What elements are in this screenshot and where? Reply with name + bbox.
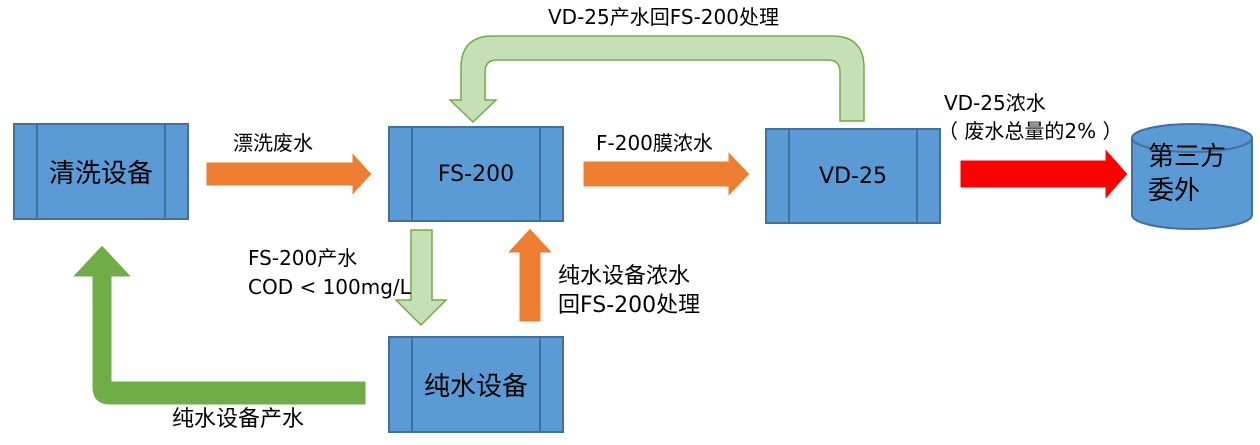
- washer-label: 清洗设备: [48, 159, 153, 189]
- arrow-vd25-concentrate: [959, 146, 1129, 202]
- label-pure-concentrate-line1: 纯水设备浓水: [558, 264, 691, 289]
- vd25-box[interactable]: [765, 128, 941, 224]
- label-vd25-concentrate-line1: VD-25浓水: [944, 91, 1046, 115]
- label-pure-concentrate-line2: 回FS-200处理: [558, 293, 701, 318]
- label-pure-output: 纯水设备产水: [172, 407, 305, 432]
- washer-box[interactable]: [13, 123, 189, 220]
- arrow-membrane-concentrate: [582, 149, 751, 199]
- label-fs200-output-line1: FS-200产水: [248, 246, 358, 270]
- third-party-label-line2: 委外: [1148, 176, 1201, 206]
- label-membrane-concentrate: F-200膜浓水: [596, 131, 713, 155]
- label-fs200-output-line2: COD < 100mg/L: [248, 275, 411, 299]
- pure-water-label: 纯水设备: [423, 372, 528, 402]
- label-rinse-wastewater: 漂洗废水: [233, 131, 313, 155]
- pure-water-box[interactable]: [388, 336, 564, 433]
- fs200-box[interactable]: [388, 126, 564, 222]
- label-vd25-concentrate-line2: （ 废水总量的2% ）: [938, 119, 1123, 143]
- arrow-pure-output: [70, 244, 367, 406]
- arrow-rinse-wastewater: [205, 150, 373, 198]
- arrow-fs200-output: [394, 229, 448, 327]
- third-party-cylinder[interactable]: [1131, 123, 1253, 230]
- label-vd25-output-back: VD-25产水回FS-200处理: [548, 5, 779, 29]
- fs200-label: FS-200: [437, 161, 515, 187]
- third-party-label-line1: 第三方: [1148, 142, 1227, 172]
- arrow-vd25-output-back: [448, 35, 865, 124]
- arrow-pure-concentrate: [505, 227, 555, 323]
- vd25-label: VD-25: [819, 163, 887, 189]
